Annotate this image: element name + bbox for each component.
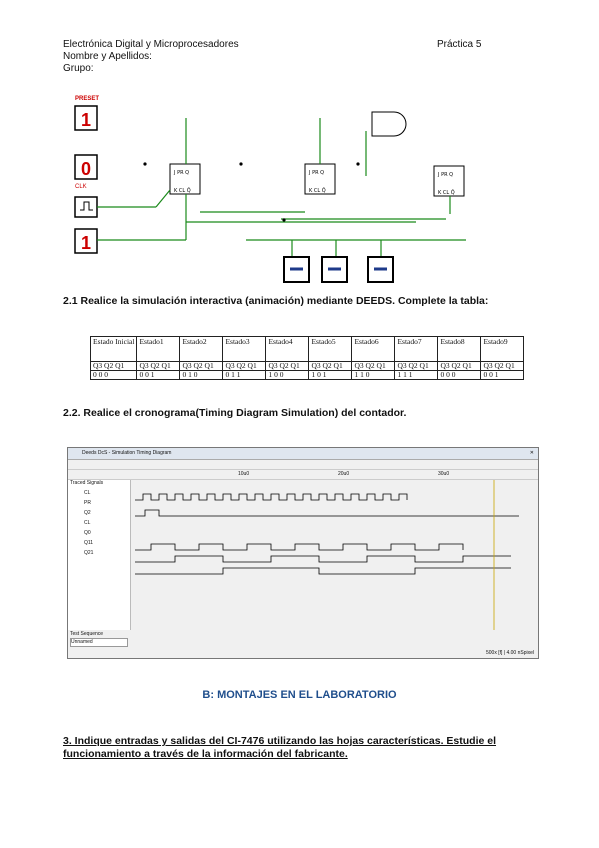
reset-value: 0	[81, 159, 91, 179]
clock-source	[74, 196, 98, 218]
window-titlebar: Deeds DcS - Simulation Timing Diagram ✕	[68, 448, 538, 460]
signal-label[interactable]: CL	[84, 520, 91, 526]
group-line: Grupo:	[63, 63, 94, 74]
value-cell: 0 1 0	[179, 370, 224, 380]
svg-text:K CL Q̄: K CL Q̄	[438, 189, 455, 196]
value-cell: 1 1 0	[351, 370, 396, 380]
clk-label: CLK	[75, 184, 87, 190]
close-icon[interactable]: ✕	[529, 450, 534, 456]
signal-label[interactable]: CL	[84, 490, 91, 496]
header-cell: Estado6	[351, 336, 396, 362]
signals-panel: Traced Signals CL PR Q2 CL Q0 Q11 Q21	[68, 480, 131, 630]
name-line: Nombre y Apellidos:	[63, 51, 152, 62]
time-mark: 20u0	[338, 471, 350, 477]
toolbar-1[interactable]	[68, 460, 538, 470]
window-title: Deeds DcS - Simulation Timing Diagram	[82, 450, 172, 456]
state-table: Estado Inicial Estado1 Estado2 Estado3 E…	[89, 336, 525, 380]
enable-switch	[74, 228, 98, 254]
time-mark: 30u0	[438, 471, 450, 477]
signals-panel-label: Traced Signals	[70, 480, 104, 486]
svg-text:J PR Q: J PR Q	[437, 172, 453, 178]
svg-text:K CL Q̄: K CL Q̄	[309, 187, 326, 194]
signal-label[interactable]: Q2	[84, 510, 91, 516]
value-cell: 0 0 0	[437, 370, 482, 380]
waveforms	[135, 480, 519, 630]
signal-label[interactable]: Q21	[84, 550, 94, 556]
section-b-title: B: MONTAJES EN EL LABORATORIO	[202, 689, 397, 701]
circuit-diagram: PRESET 1 0 CLK 1 J PR Q K CL Q̄ J PR Q K…	[74, 96, 466, 283]
value-cell: 0 0 1	[480, 370, 525, 380]
signal-label[interactable]: Q0	[84, 530, 91, 536]
enable-value: 1	[81, 233, 91, 253]
course-title: Electrónica Digital y Microprocesadores	[63, 39, 239, 50]
svg-text:J PR Q: J PR Q	[308, 170, 324, 176]
header-cell: Estado1	[136, 336, 181, 362]
value-cell: 1 0 1	[308, 370, 353, 380]
section-3: 3. Indique entradas y salidas del CI-747…	[63, 735, 497, 760]
value-cell: 0 0 1	[136, 370, 181, 380]
timing-diagram-window: Deeds DcS - Simulation Timing Diagram ✕ …	[67, 447, 539, 659]
header-cell: Estado9	[480, 336, 525, 362]
header-cell: Estado8	[437, 336, 482, 362]
section-2-1: 2.1 Realice la simulación interactiva (a…	[63, 295, 489, 307]
header-cell: Estado7	[394, 336, 439, 362]
header-cell: Estado2	[179, 336, 224, 362]
test-sequence-label: Test Sequence	[70, 631, 104, 637]
svg-text:J PR Q: J PR Q	[173, 170, 189, 176]
value-cell: 0 1 1	[222, 370, 267, 380]
signal-label[interactable]: PR	[84, 500, 91, 506]
preset-label: PRESET	[75, 96, 99, 102]
toolbar-2[interactable]: 10u0 20u0 30u0	[68, 470, 538, 480]
header-cell: Estado3	[222, 336, 267, 362]
practice-number: Práctica 5	[437, 39, 482, 50]
time-mark: 10u0	[238, 471, 250, 477]
reset-switch	[74, 154, 98, 180]
header-cell: Estado5	[308, 336, 353, 362]
header-cell: Estado4	[265, 336, 310, 362]
status-bar: 500x [f] | 4.00 nSpixel	[486, 650, 534, 656]
signal-label[interactable]: Q11	[84, 540, 94, 546]
preset-value: 1	[81, 110, 91, 130]
test-sequence-field[interactable]: Unnamed	[70, 638, 128, 647]
value-cell: 0 0 0	[89, 370, 138, 380]
value-cell: 1 0 0	[265, 370, 310, 380]
preset-switch	[74, 105, 98, 131]
section-2-2: 2.2. Realice el cronograma(Timing Diagra…	[63, 407, 407, 419]
value-cell: 1 1 1	[394, 370, 439, 380]
header-cell: Estado Inicial	[89, 336, 138, 362]
svg-text:K CL Q̄: K CL Q̄	[174, 187, 191, 194]
